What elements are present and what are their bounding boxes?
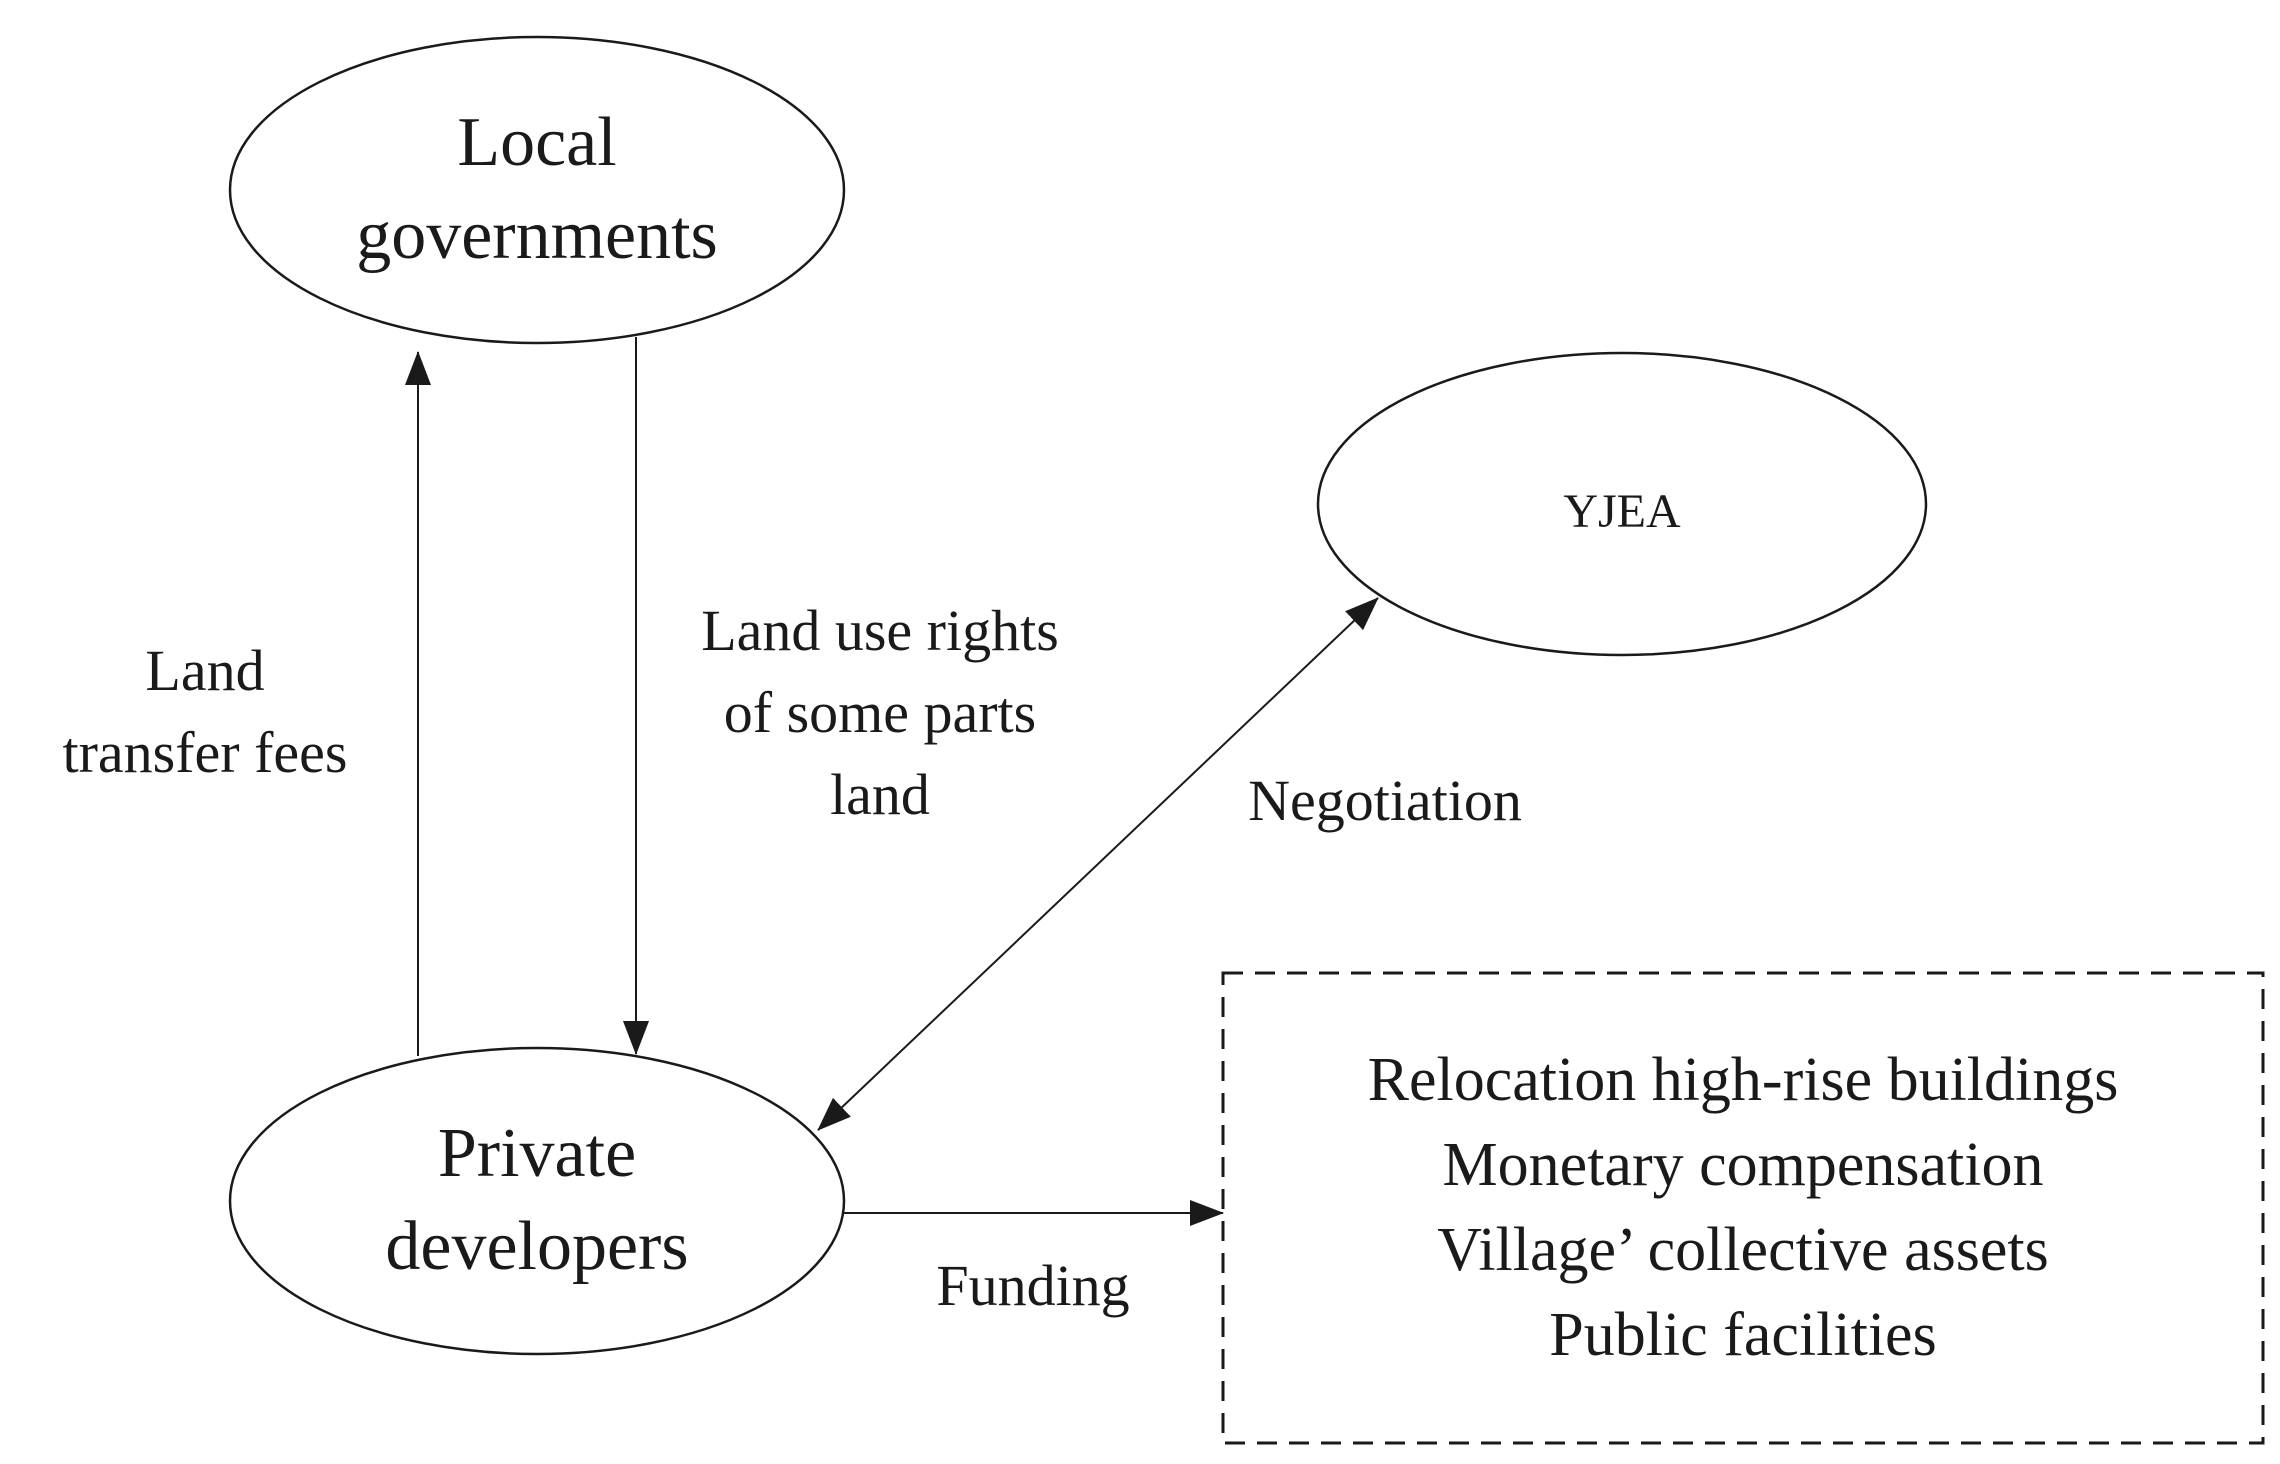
node-yjea: YJEA (1316, 351, 1928, 657)
private-developers-label-line1: Private (438, 1115, 636, 1192)
yjea-label: YJEA (1563, 485, 1681, 538)
node-private-developers: Private developers (228, 1046, 846, 1356)
land-use-rights-label-line1: Land use rights (701, 598, 1059, 663)
land-transfer-fees-label-line1: Land (145, 638, 264, 703)
node-local-governments: Local governments (228, 35, 846, 345)
local-governments-ellipse (228, 35, 846, 345)
outcome-item-monetary: Monetary compensation (1443, 1131, 2044, 1199)
outcomes-dashed-rect (1221, 971, 2265, 1445)
node-outcomes-box: Relocation high-rise buildings Monetary … (1221, 971, 2265, 1445)
funding-label: Funding (936, 1253, 1129, 1318)
yjea-ellipse (1316, 351, 1928, 657)
private-developers-ellipse (228, 1046, 846, 1356)
negotiation-label: Negotiation (1248, 768, 1522, 833)
local-governments-label-line1: Local (457, 104, 616, 181)
edge-funding: Funding (844, 1200, 1224, 1318)
negotiation-arrow (817, 597, 1379, 1131)
outcome-item-public-facilities: Public facilities (1549, 1301, 1936, 1369)
local-governments-label-line2: governments (356, 197, 718, 274)
land-use-rights-label-line3: land (830, 762, 930, 827)
land-use-rights-label-line2: of some parts (724, 680, 1037, 745)
outcome-item-relocation: Relocation high-rise buildings (1368, 1046, 2119, 1114)
edge-land-use-rights: Land use rights of some parts land (623, 337, 1059, 1055)
edge-land-transfer-fees: Land transfer fees (63, 351, 431, 1056)
private-developers-label-line2: developers (385, 1208, 688, 1285)
land-transfer-fees-label-line2: transfer fees (63, 720, 348, 785)
outcome-item-village-assets: Village’ collective assets (1437, 1216, 2048, 1284)
edge-negotiation: Negotiation (817, 597, 1522, 1131)
